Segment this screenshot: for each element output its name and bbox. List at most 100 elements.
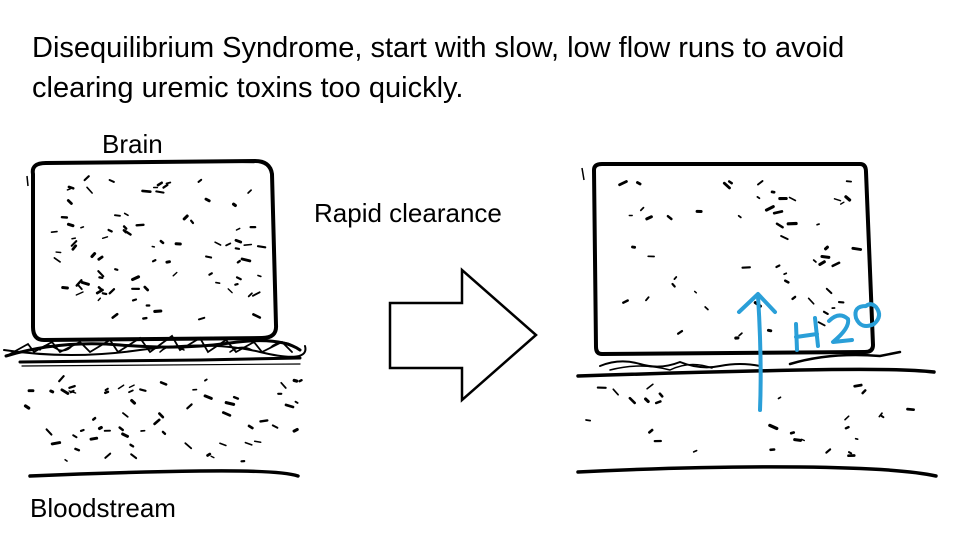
speckle (206, 452, 212, 457)
speckle (227, 288, 233, 294)
speckle (172, 271, 178, 277)
speckle (210, 455, 215, 459)
speckle (61, 286, 69, 290)
speckle (251, 291, 261, 297)
speckle (646, 383, 654, 390)
speckle (118, 426, 125, 432)
speckle (129, 443, 135, 448)
speckle (807, 297, 815, 305)
speckle (727, 180, 733, 185)
speckle (155, 190, 165, 194)
speckle (95, 288, 104, 295)
speckle (204, 197, 211, 203)
speckle (235, 227, 241, 231)
speckle (68, 390, 77, 394)
speckle (817, 321, 826, 327)
speckle (104, 387, 109, 392)
speckle (128, 384, 135, 389)
speckle (645, 296, 650, 302)
speckle (612, 388, 619, 396)
speckle (97, 425, 103, 431)
speckle (159, 381, 168, 386)
speckle (693, 290, 698, 294)
speckle (243, 243, 253, 246)
speckle (878, 412, 883, 418)
right-bloodstream-line (576, 465, 938, 478)
speckle (130, 398, 137, 405)
speckle (844, 425, 850, 430)
speckle (780, 235, 789, 241)
speckle (205, 255, 213, 259)
speckle (812, 259, 817, 263)
speckle (644, 397, 650, 404)
speckle (104, 390, 110, 395)
speckle (75, 291, 84, 296)
left-blood-particles (23, 375, 303, 463)
speckle (121, 432, 129, 438)
speckle (822, 310, 829, 315)
speckle (252, 313, 262, 319)
speckle (851, 246, 863, 251)
speckle (86, 186, 93, 194)
speckle (139, 388, 147, 392)
speckle (271, 424, 279, 429)
speckle (298, 379, 303, 383)
speckle (203, 394, 213, 400)
speckle (292, 427, 299, 433)
speckle (122, 412, 129, 418)
speckle (791, 295, 797, 301)
speckle (818, 260, 826, 266)
speckle (783, 279, 790, 284)
speckle (618, 180, 628, 187)
speckle (840, 201, 845, 205)
water-shift-arrow (737, 292, 777, 412)
left-bloodstream-line (28, 469, 300, 478)
speckle (848, 451, 853, 455)
speckle (101, 236, 109, 240)
speckle (692, 449, 698, 453)
speckle (853, 383, 863, 388)
speckle (71, 237, 77, 240)
speckle (131, 275, 141, 282)
speckle (114, 268, 119, 271)
speckle (236, 259, 241, 264)
speckle (757, 180, 764, 186)
speckle (244, 441, 253, 446)
speckle (825, 448, 832, 454)
speckle (80, 226, 85, 229)
speckle (108, 179, 115, 183)
speckle (122, 225, 128, 230)
speckle (156, 181, 163, 187)
speckle (256, 245, 267, 249)
speckle (247, 189, 252, 194)
speckle (114, 214, 121, 217)
speckle (257, 274, 262, 278)
speckle (764, 205, 775, 212)
speckle (165, 260, 171, 264)
speckle (294, 400, 299, 404)
right-membrane (576, 350, 936, 378)
speckle (585, 419, 592, 422)
speckle (800, 438, 805, 442)
speckle (861, 389, 867, 395)
speckle (77, 284, 83, 291)
speckle (162, 183, 169, 189)
speckle (253, 440, 262, 444)
speckle (131, 298, 138, 302)
speckle (232, 395, 240, 400)
speckle (141, 189, 152, 193)
speckle (49, 389, 55, 394)
speckle (232, 202, 237, 207)
speckle (854, 437, 859, 441)
speckle (234, 247, 241, 250)
speckle (80, 281, 90, 286)
speckle (766, 328, 773, 333)
speckle (45, 428, 53, 436)
speckle (816, 223, 820, 226)
speckle (234, 238, 243, 244)
speckle (60, 388, 70, 395)
speckle (831, 261, 841, 268)
speckle (197, 178, 203, 183)
speckle (74, 447, 81, 452)
speckle (789, 431, 796, 435)
